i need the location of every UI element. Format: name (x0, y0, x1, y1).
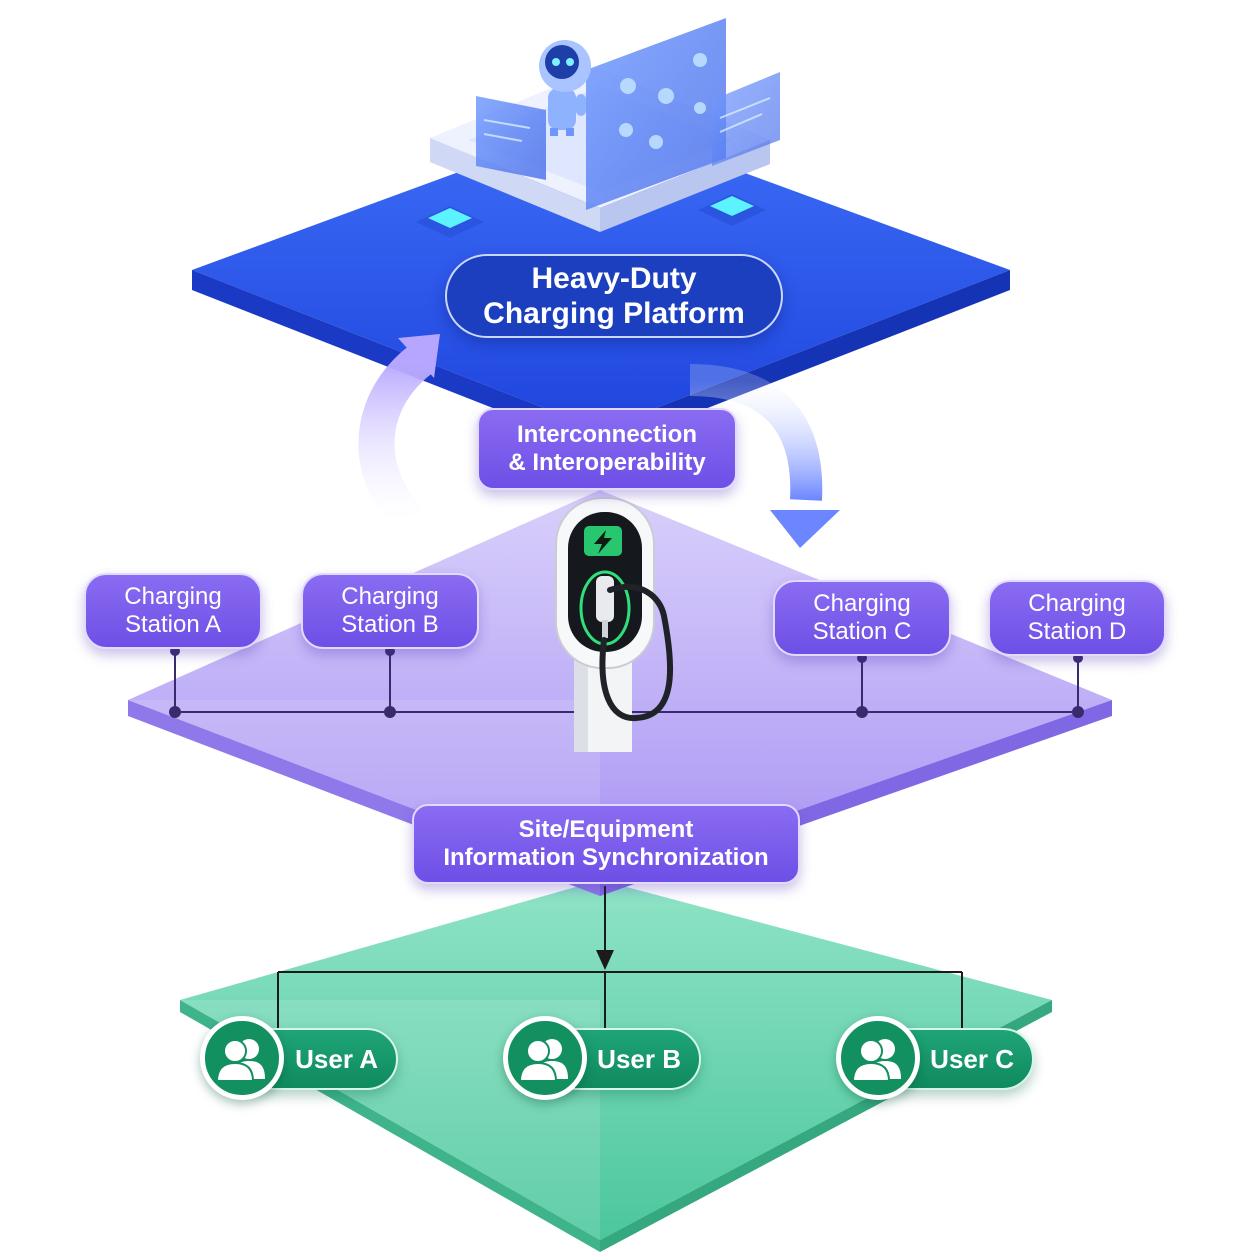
robot-icon (539, 40, 591, 136)
station-b-line1: Charging (341, 582, 439, 610)
station-c-line1: Charging (813, 589, 911, 617)
sync-arrow-right (689, 364, 840, 548)
hologram-screens (476, 18, 780, 210)
sync-line1: Site/Equipment (518, 815, 694, 843)
user-b: User B (503, 1016, 703, 1106)
user-c: User C (836, 1016, 1036, 1106)
station-b: Charging Station B (301, 573, 479, 649)
sync-label: Site/Equipment Information Synchronizati… (412, 804, 800, 884)
down-arrow-icon (596, 950, 614, 970)
chip-icon (416, 194, 766, 238)
station-b-line2: Station B (341, 611, 439, 638)
station-c: Charging Station C (773, 580, 951, 656)
interconnection-label: Interconnection & Interoperability (477, 408, 737, 490)
station-a-line2: Station A (124, 611, 222, 638)
ev-charger-icon (555, 497, 674, 752)
lightning-bolt-icon (594, 530, 612, 554)
interconnection-line2: & Interoperability (508, 449, 706, 476)
station-a: Charging Station A (84, 573, 262, 649)
platform-title-line1: Heavy-Duty (531, 261, 697, 295)
station-d-line2: Station D (1027, 618, 1127, 645)
user-c-text: User C (930, 1043, 1014, 1074)
users-group-icon (503, 1016, 587, 1100)
platform-title-line2: Charging Platform (483, 297, 745, 330)
user-a: User A (200, 1016, 400, 1106)
station-c-line2: Station C (812, 618, 912, 645)
user-bus (277, 886, 963, 1030)
user-a-text: User A (295, 1043, 378, 1074)
users-group-icon (200, 1016, 284, 1100)
station-d-line1: Charging (1028, 589, 1126, 617)
sync-line2: Information Synchronization (443, 844, 769, 871)
interconnection-line1: Interconnection (516, 420, 697, 448)
users-group-icon (836, 1016, 920, 1100)
user-b-text: User B (597, 1043, 681, 1074)
station-d: Charging Station D (988, 580, 1166, 656)
sync-arrow-left (358, 334, 440, 533)
station-a-line1: Charging (124, 582, 222, 610)
platform-title: Heavy-Duty Charging Platform (445, 254, 783, 338)
